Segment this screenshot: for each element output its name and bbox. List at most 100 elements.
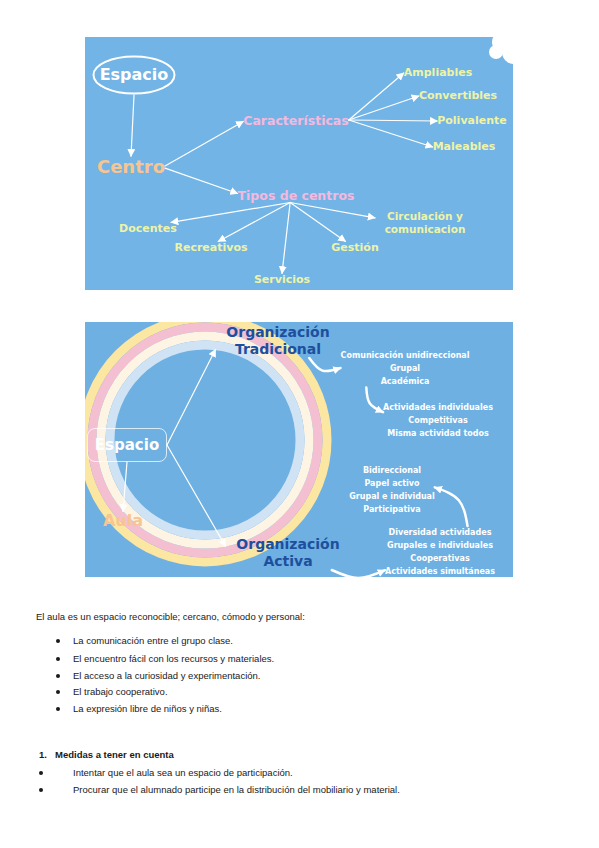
bullet-list	[39, 639, 60, 792]
node-text: Espacio	[95, 436, 159, 454]
body-text: Intentar que el aula sea un espacio de p…	[73, 767, 293, 779]
bullet-dot	[39, 771, 43, 775]
connector-arrow	[349, 73, 404, 120]
connector-group	[123, 73, 468, 578]
cloud-puff	[489, 45, 503, 59]
connector-arrow	[167, 350, 216, 446]
node-text: Organización Tradicional	[216, 324, 341, 358]
topic-text: Aula	[103, 511, 143, 530]
bullet-dot	[56, 707, 60, 711]
connector-arrow	[290, 203, 375, 218]
node-text: Maleables	[433, 140, 496, 153]
connector-arrow	[349, 120, 437, 121]
node-text: Académica	[381, 375, 430, 388]
cloud-puff	[502, 40, 513, 64]
node-text: Convertibles	[419, 89, 497, 102]
feature-list: Comunicación unidireccionalGrupalAcadémi…	[341, 349, 470, 388]
body-text: Procurar que el alumnado participe en la…	[73, 784, 400, 796]
connector-arrow	[123, 462, 127, 511]
body-text: 1.	[39, 749, 47, 761]
node-text: Docentes	[119, 222, 177, 235]
node-text: Grupales e individuales	[387, 539, 493, 552]
node-text: Cooperativas	[410, 552, 469, 565]
node-text: Grupal e individual	[349, 490, 435, 503]
connector-arrow	[282, 203, 290, 274]
ellipse-shape	[94, 57, 175, 94]
topic-text: Centro	[97, 156, 165, 178]
connector-arrow	[290, 203, 345, 242]
leaf-text: Recreativos	[174, 241, 247, 254]
node-text: Polivalente	[437, 114, 507, 127]
body-text: Medidas a tener en cuenta	[55, 749, 174, 761]
body-text: La expresión libre de niños y niñas.	[73, 703, 222, 715]
leaf-text: Docentes	[119, 222, 177, 235]
connector-arrow	[165, 122, 243, 166]
topic-box: Espacio	[87, 428, 167, 462]
branch-text: Organización Activa	[226, 536, 351, 570]
node-text: Centro	[97, 156, 165, 178]
bullet-dot	[39, 788, 43, 792]
node-text: Recreativos	[174, 241, 247, 254]
node-text: Papel activo	[364, 477, 419, 490]
node-text: Competitivas	[408, 414, 467, 427]
node-text: Actividades individuales	[383, 401, 493, 414]
node-text: Bidireccional	[363, 464, 421, 477]
node-text: Características	[243, 113, 349, 128]
bullet-dot	[56, 690, 60, 694]
node-text: Tipos de centros	[238, 188, 355, 203]
connector-arrow	[309, 358, 340, 371]
node-text: Grupal	[390, 362, 420, 375]
body-text: La comunicación entre el grupo clase.	[73, 635, 233, 647]
connector-arrow	[349, 120, 433, 147]
connector-arrow	[218, 203, 290, 242]
node-text: Misma actividad todos	[387, 427, 489, 440]
rainbow-decoration	[85, 322, 327, 562]
body-text: El aula es un espacio reconocible; cerca…	[36, 611, 305, 623]
connector-arrow	[349, 96, 419, 120]
node-text: Diversidad actividades	[389, 526, 492, 539]
leaf-text: Gestión	[331, 241, 378, 254]
rainbow-band	[85, 322, 327, 562]
leaf-text: Convertibles	[419, 89, 497, 102]
body-text: El trabajo cooperativo.	[73, 686, 168, 698]
leaf-text: Maleables	[433, 140, 496, 153]
node-text: Organización Activa	[226, 536, 351, 570]
bullet-dot	[56, 657, 60, 661]
body-text: El encuentro fácil con los recursos y ma…	[73, 653, 274, 665]
node-text: Actividades simultáneas	[385, 565, 495, 578]
leaf-text: Ampliables	[404, 66, 472, 79]
node-text: Gestión	[331, 241, 378, 254]
bullet-dot	[56, 674, 60, 678]
branch-text: Tipos de centros	[238, 188, 355, 203]
connector-arrow	[435, 487, 468, 526]
cloud-decoration	[489, 37, 513, 64]
feature-list: BidireccionalPapel activoGrupal e indivi…	[349, 464, 435, 516]
branch-text: Organización Tradicional	[216, 324, 341, 358]
connector-arrow	[165, 168, 238, 193]
feature-list: Actividades individualesCompetitivasMism…	[383, 401, 493, 440]
leaf-text: Polivalente	[437, 114, 507, 127]
node-text: Aula	[103, 511, 143, 530]
connector-arrow	[332, 570, 385, 578]
feature-list: Diversidad actividadesGrupales e individ…	[385, 526, 495, 578]
node-text: Participativa	[363, 503, 420, 516]
panel-background	[85, 37, 513, 290]
node-text: Comunicación unidireccional	[341, 349, 470, 362]
node-text: Ampliables	[404, 66, 472, 79]
leaf-text: Circulación y comunicacion	[375, 210, 475, 236]
topic-ellipse: Espacio	[92, 55, 176, 95]
leaf-text: Servicios	[254, 273, 310, 286]
node-text: Servicios	[254, 273, 310, 286]
body-text: El acceso a la curiosidad y experimentac…	[73, 670, 260, 682]
rainbow-band	[92, 327, 318, 553]
connector-arrow	[131, 95, 134, 156]
bullet-dot	[56, 639, 60, 643]
branch-text: Características	[243, 113, 349, 128]
node-text: Espacio	[100, 65, 169, 84]
node-text: Circulación y comunicacion	[375, 210, 475, 236]
connector-arrow	[167, 445, 226, 546]
connector-arrow	[366, 388, 383, 413]
